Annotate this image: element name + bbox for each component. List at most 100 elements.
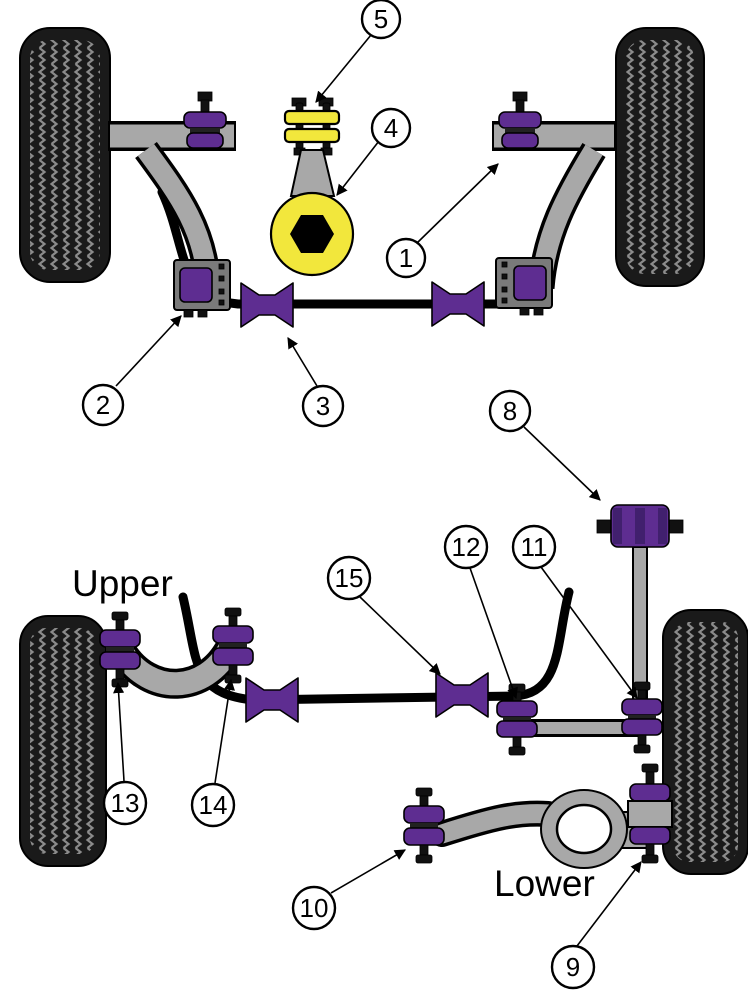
callout-4: 4: [336, 107, 412, 196]
callout-number: 9: [566, 952, 580, 982]
callout-number: 12: [452, 532, 481, 562]
washer: [628, 715, 656, 719]
bushing-ring: [496, 700, 538, 718]
bushing-ring: [621, 698, 663, 716]
nut: [641, 854, 659, 864]
rear-link-top-bushing: [596, 504, 684, 548]
callout-circle: [190, 782, 236, 828]
front-right-arm-mount-bushing: [498, 91, 542, 149]
rear-axle-illustration: Upper Lower: [19, 504, 748, 904]
leader-line: [523, 426, 601, 501]
bolt-shaft: [419, 844, 429, 856]
callout-circle: [385, 237, 427, 279]
bolt-shaft: [512, 736, 522, 748]
leader-line: [416, 163, 499, 244]
bushing-ring: [212, 647, 254, 666]
leader-line: [115, 315, 182, 387]
arm-ring-hole: [555, 803, 613, 855]
rear-arb-bushing-left: [245, 677, 299, 723]
nut: [224, 674, 242, 684]
nut: [197, 309, 208, 318]
callout-circle: [291, 885, 337, 931]
front-arb-clamp-right: [495, 257, 553, 316]
clamp-bushing: [179, 267, 213, 303]
rear-toe-link-bushing-outer: [621, 681, 663, 754]
nut: [111, 678, 129, 688]
rear-lower-arm-bushing-outer: [627, 763, 673, 864]
bolt-shaft: [645, 771, 655, 785]
callout-1: 1: [385, 163, 499, 279]
bushing-cap: [613, 508, 622, 544]
callout-number: 1: [399, 243, 413, 273]
callout-circle: [550, 944, 596, 990]
bolt-shaft: [228, 664, 238, 676]
callout-number: 4: [384, 113, 398, 143]
callout-circle: [301, 384, 345, 428]
leader-line: [330, 849, 406, 894]
bolt: [501, 273, 508, 280]
rear-upper-arm-bushing-right: [212, 607, 254, 684]
nut: [519, 307, 530, 316]
bolt: [667, 519, 684, 534]
leader-line: [287, 337, 318, 387]
leader-line: [315, 34, 372, 103]
callout-circle: [102, 780, 148, 826]
bolt: [224, 607, 242, 617]
spool-bushing: [431, 281, 485, 327]
front-arb-bushing-right: [431, 281, 485, 327]
antiroll-bar: [178, 587, 574, 705]
bolt: [218, 263, 225, 270]
bushing-ring: [212, 625, 254, 644]
callout-15: 15: [326, 555, 441, 675]
callout-2: 2: [81, 315, 182, 427]
washer: [190, 128, 220, 133]
washer: [503, 717, 531, 721]
nut: [183, 309, 194, 318]
bolt: [218, 288, 225, 295]
washer: [410, 823, 438, 828]
spool-bushing: [245, 677, 299, 723]
callout-10: 10: [291, 849, 406, 931]
hub-plate: [627, 800, 673, 828]
bushing-ring: [403, 827, 445, 846]
label-upper: Upper: [72, 563, 173, 604]
callout-circle: [81, 383, 125, 427]
bolt: [415, 787, 433, 797]
callout-number: 11: [521, 532, 548, 562]
callout-number: 10: [300, 893, 329, 923]
bushing-groove: [635, 508, 645, 544]
spool-bushing: [240, 282, 294, 328]
leader-line: [336, 140, 380, 196]
bolt: [501, 286, 508, 293]
bolt: [641, 763, 659, 773]
bushing-ring: [629, 783, 671, 802]
callout-number: 3: [316, 391, 330, 421]
bolt: [501, 261, 508, 268]
label-lower: Lower: [494, 863, 595, 904]
leader-line: [576, 861, 642, 947]
callout-14: 14: [190, 678, 236, 828]
front-arb-clamp-left: [173, 259, 231, 318]
leader-line: [113, 681, 125, 782]
washer: [505, 128, 535, 133]
callout-number: 5: [374, 4, 388, 34]
callouts: 5 4 1 2 3 8 12: [81, 0, 642, 990]
callout-number: 8: [503, 396, 517, 426]
nut: [508, 746, 526, 756]
leader-line: [469, 567, 518, 700]
callout-3: 3: [287, 337, 345, 428]
bracket-plate: [283, 109, 341, 126]
bushing-ring: [621, 718, 663, 736]
bushing-ring: [99, 629, 141, 648]
callout-5: 5: [315, 0, 402, 103]
front-left-tire: [19, 27, 111, 283]
callout-circle: [443, 524, 489, 570]
tire-tread: [626, 40, 694, 274]
leader-line: [214, 678, 235, 784]
bushing-ring: [629, 826, 671, 845]
callout-circle: [511, 524, 557, 570]
spool-bushing: [435, 672, 489, 718]
clamp-bushing: [513, 265, 547, 301]
